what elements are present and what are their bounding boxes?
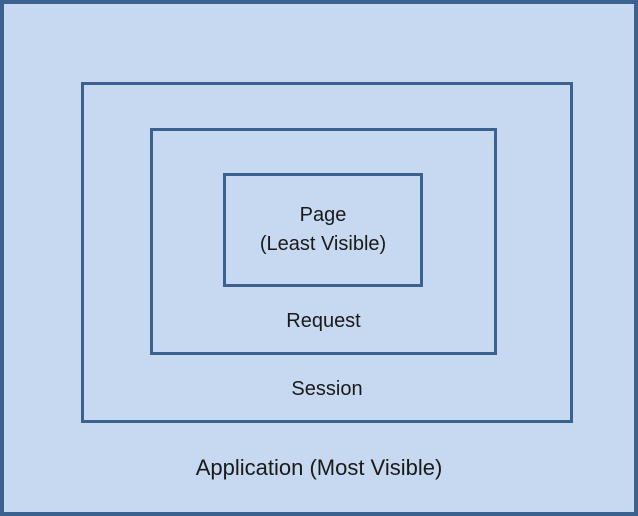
page-scope-label-line2: (Least Visible) <box>259 233 387 255</box>
request-scope-label: Request <box>286 309 361 332</box>
application-scope-label: Application (Most Visible) <box>195 454 443 480</box>
page-scope-label-line1: Page <box>299 204 347 226</box>
session-scope-label: Session <box>291 377 363 400</box>
page-scope-label: Page (Least Visible) <box>260 201 386 259</box>
page-scope-box: Page (Least Visible) <box>223 173 423 287</box>
